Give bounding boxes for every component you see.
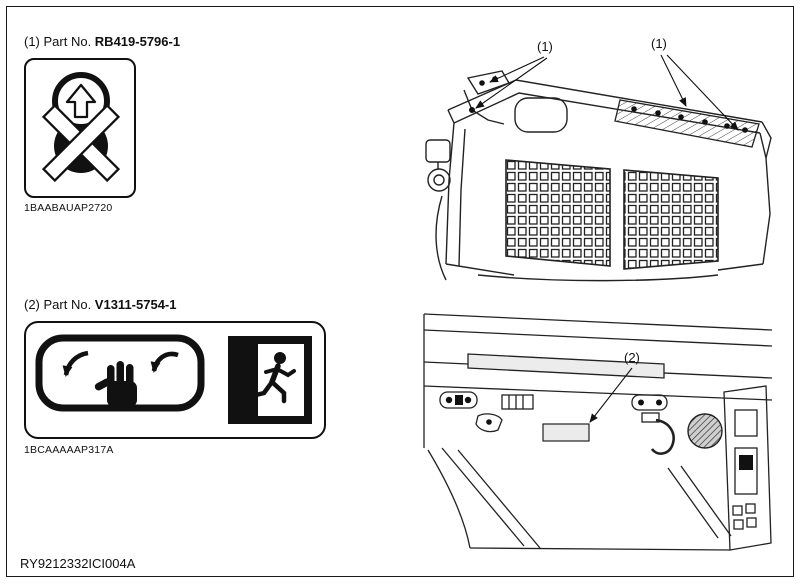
decal-1-code: 1BAABAUAP2720 [24,202,113,214]
decal-1-part-number: RB419-5796-1 [94,34,181,49]
window-latch-right [631,394,668,411]
left-work-light [425,139,451,192]
page-border [6,6,794,577]
no-lift-prohibition-icon [41,72,121,183]
callout-1-right-label: (1) [651,36,667,51]
floor-lines [427,447,732,551]
leader-lines-1 [475,54,739,131]
speaker-grille [687,413,723,449]
decal-2-part-number: V1311-5754-1 [94,297,177,312]
roof-bolts [631,106,748,133]
rops-frame-lines [435,79,772,282]
rear-window-outline [35,334,205,412]
vent-grille [501,394,534,410]
pinch-exit-decal-graphic [35,334,312,424]
right-pillar-panel [723,385,772,551]
callout-1-left-label: (1) [537,39,553,54]
roof-hatched-panel [614,99,760,148]
running-person-icon [253,352,296,404]
mesh-screen-right [623,169,719,270]
decal-1-graphic-box [24,58,136,198]
decal-location-rect [542,423,590,442]
callout-2-label: (2) [624,350,640,365]
machine-rear-illustration: (1) (1) [425,36,772,282]
leader-line-2 [589,367,633,423]
door-handle [641,412,675,455]
decal-2-code: 1BCAAAAAP317A [24,444,114,456]
decal-1-heading-prefix: (1) Part No. [24,34,95,49]
decal-1-heading: (1) Part No. RB419-5796-1 [24,34,180,49]
up-arrow-icon [65,83,97,119]
hinge-bracket [475,413,503,433]
decal-2-graphic-box [24,321,326,439]
decal-2-heading-prefix: (2) Part No. [24,297,95,312]
emergency-exit-icon [228,336,312,424]
decal-2-heading: (2) Part No. V1311-5754-1 [24,297,176,312]
cab-interior-illustration: (2) [423,313,773,551]
window-latch-left [439,391,478,409]
figure-code: RY9212332ICI004A [20,556,136,571]
rotation-arrows-icon [62,350,179,377]
left-mount-bracket [463,70,511,125]
callouts-1: (1) (1) [537,36,667,54]
hand-icon [94,361,137,407]
cab-wall-lines [423,313,773,448]
prohibition-x-icon [41,103,121,183]
mesh-screen-left [505,159,611,267]
